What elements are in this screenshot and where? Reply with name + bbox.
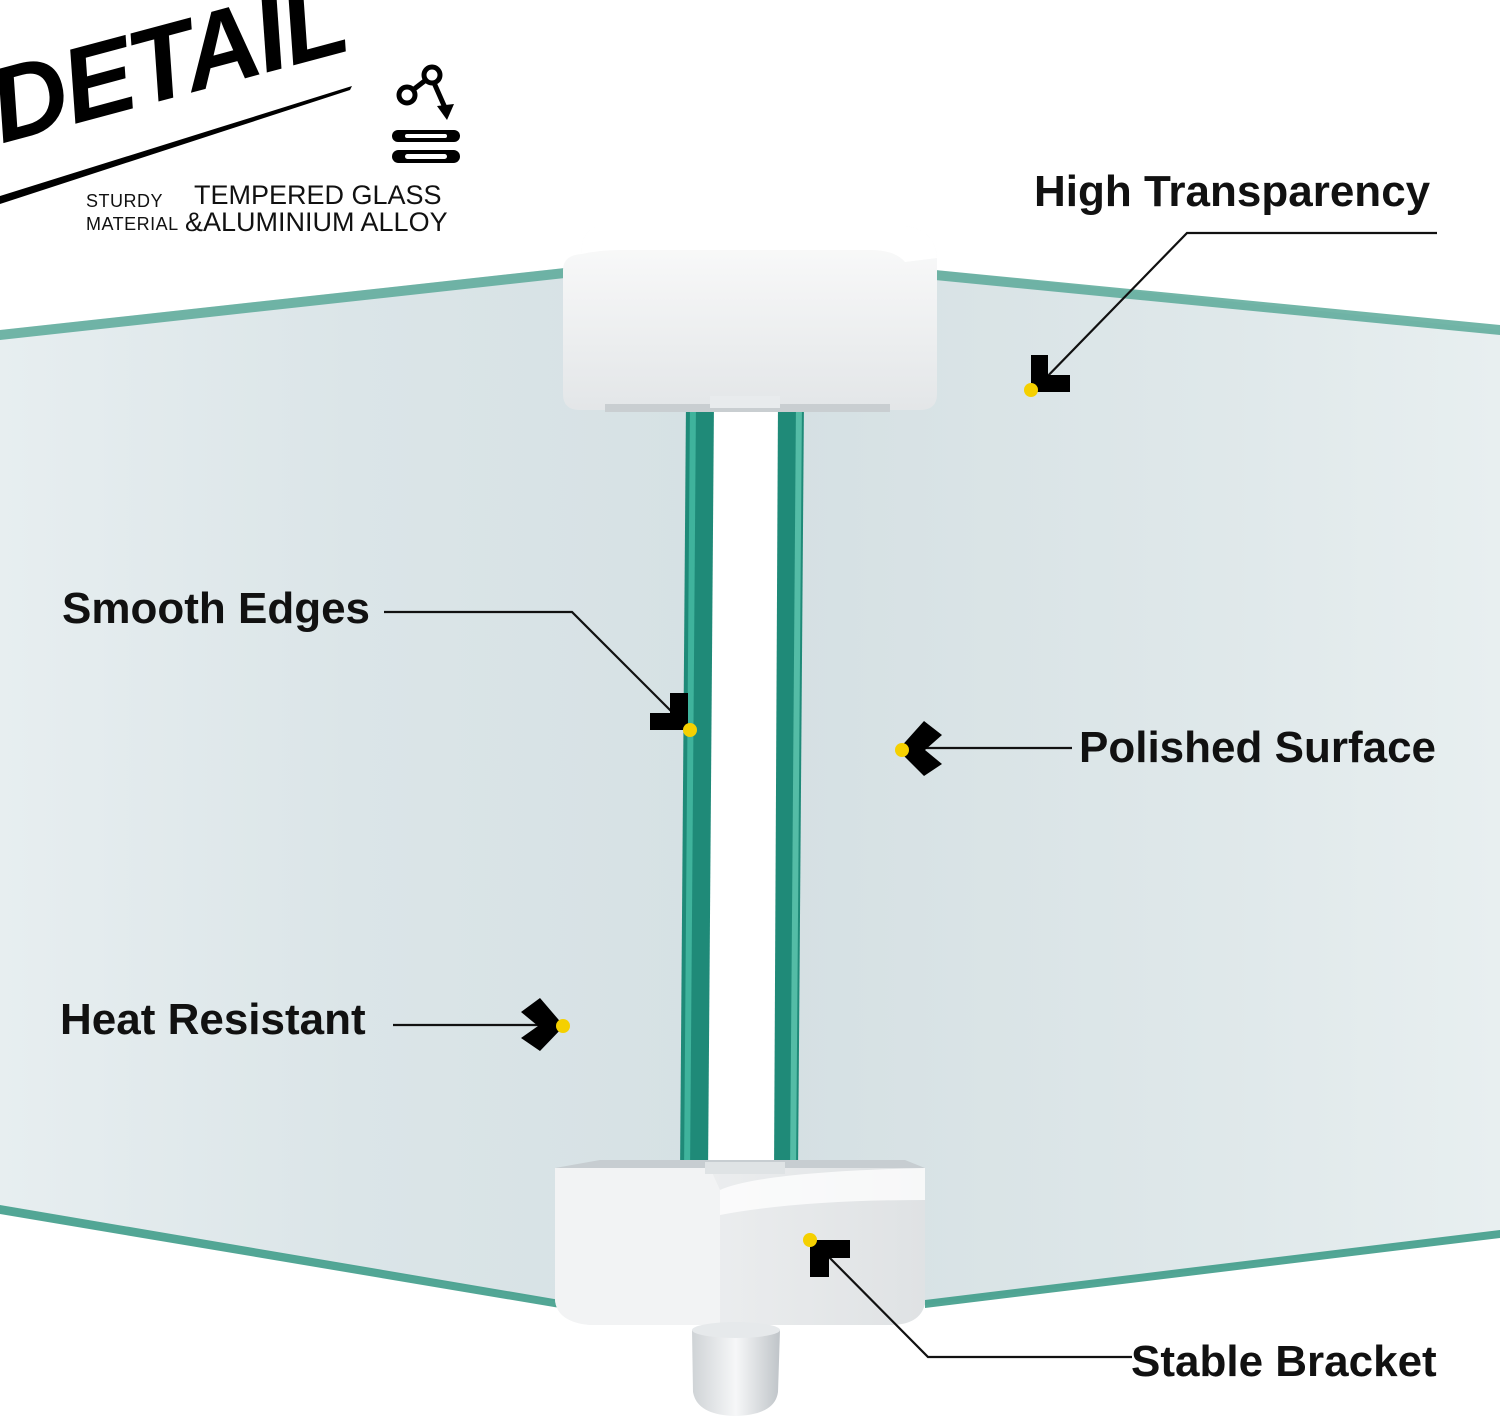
bottom-bracket (555, 1160, 925, 1325)
brand-swoosh (0, 86, 352, 204)
leader-smooth-edges (384, 610, 685, 725)
material-value-line1: TEMPERED GLASS (194, 180, 442, 210)
marker-high-transparency (1024, 355, 1070, 397)
material-value-line2: &ALUMINIUM ALLOY (185, 207, 448, 237)
material-label-line1: STURDY (86, 191, 164, 211)
leader-stable-bracket (815, 1243, 1132, 1359)
glass-panel-right (790, 270, 1500, 1308)
callout-smooth-edges: Smooth Edges (62, 584, 371, 633)
marker-stable-bracket (803, 1233, 850, 1277)
marker-smooth-edges (650, 693, 697, 737)
material-label-line2: MATERIAL (86, 214, 179, 234)
callout-high-transparency: High Transparency (1034, 167, 1431, 216)
callout-stable-bracket: Stable Bracket (1131, 1337, 1437, 1386)
leader-high-transparency (1039, 231, 1437, 385)
top-bracket (563, 226, 937, 412)
callout-heat-resistant: Heat Resistant (60, 995, 366, 1044)
marker-polished-surface (895, 721, 942, 776)
leader-lines (384, 231, 1437, 1359)
molecule-layers-icon (392, 64, 460, 163)
glass-panel-left (0, 268, 700, 1308)
bracket-pin (692, 1322, 780, 1416)
callout-polished-surface: Polished Surface (1079, 723, 1437, 772)
glass-corner-edges (680, 400, 804, 1175)
marker-heat-resistant (521, 998, 570, 1051)
